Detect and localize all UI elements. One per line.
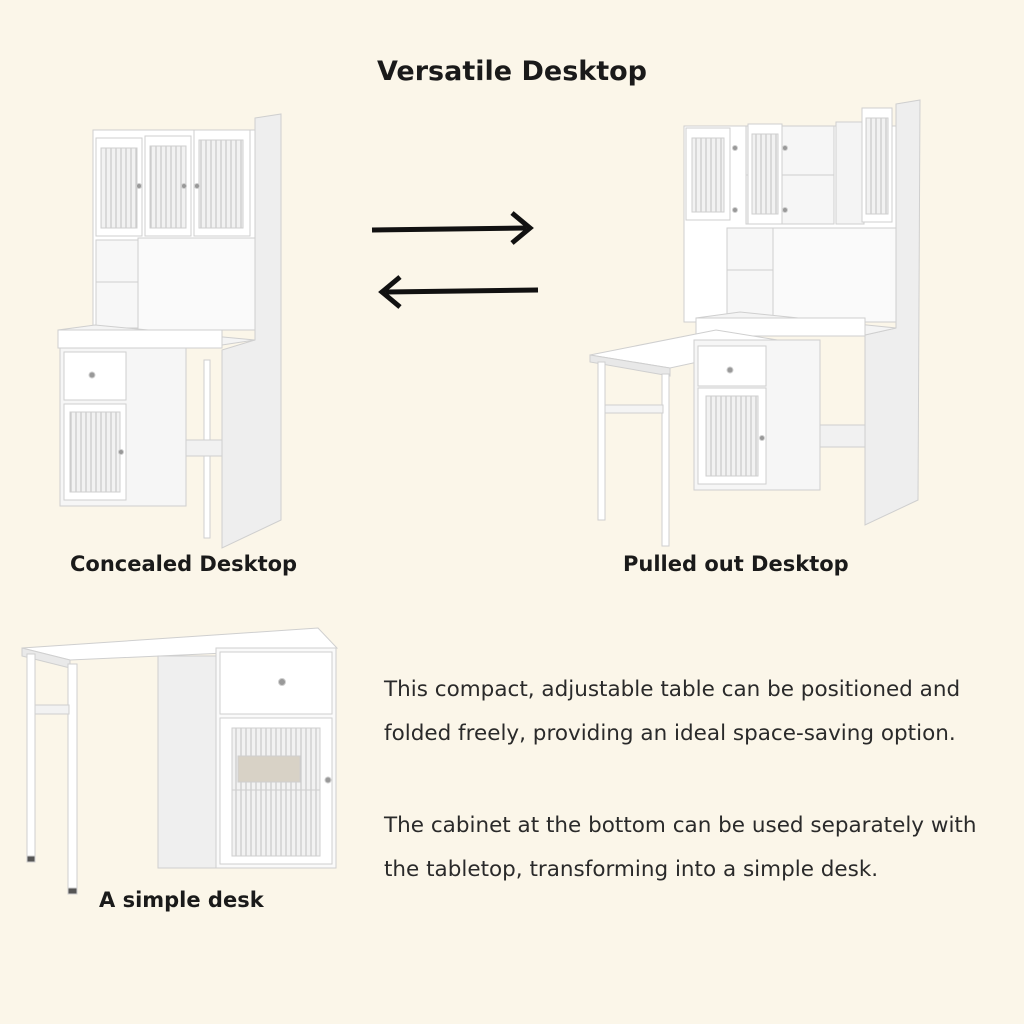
description-paragraph-1: This compact, adjustable table can be po… <box>384 677 961 746</box>
page-title: Versatile Desktop <box>377 56 647 87</box>
caption-concealed-desktop: Concealed Desktop <box>70 552 298 576</box>
caption-simple-desk: A simple desk <box>99 888 264 912</box>
caption-pulled-out-desktop: Pulled out Desktop <box>623 552 849 576</box>
arrow-right-icon <box>371 211 534 245</box>
concealed-desktop-image <box>57 113 282 549</box>
simple-desk-image <box>21 627 339 895</box>
description-paragraph-2: The cabinet at the bottom can be used se… <box>384 813 977 882</box>
pulled-out-desktop-image <box>589 99 921 547</box>
arrow-left-icon <box>378 275 539 309</box>
